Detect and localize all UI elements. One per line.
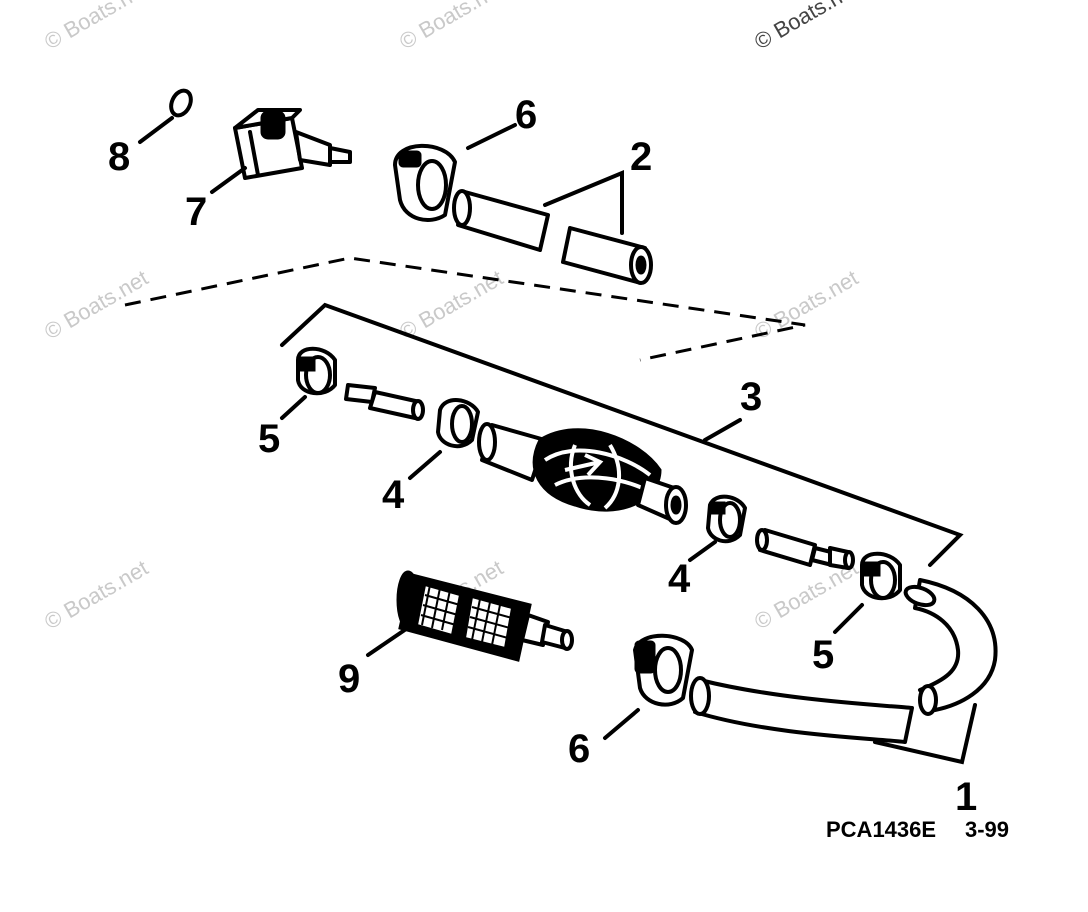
leader-part-7 [210, 166, 247, 194]
watermarks: © Boats.net © Boats.net © Boats.net © Bo… [40, 0, 862, 634]
grommet-icon [706, 494, 747, 544]
fuel-hose-short-icon [452, 189, 550, 252]
leader-part-4-left [408, 450, 442, 480]
callout-6-bottom: 6 [568, 727, 590, 771]
dashed-assembly-outline [124, 256, 806, 362]
hose-fitting-icon [344, 383, 425, 421]
fuel-hose-curved-icon [689, 578, 998, 744]
callout-9: 9 [338, 657, 360, 701]
clamp-ring-icon [296, 346, 337, 396]
callout-6-top: 6 [515, 93, 537, 137]
callout-7: 7 [185, 190, 207, 234]
hose-clamp-icon [393, 143, 457, 222]
grommet-icon [436, 398, 480, 449]
fuel-filter-icon [396, 570, 574, 662]
watermark: © Boats.net [40, 265, 152, 344]
o-ring-icon [169, 88, 193, 118]
connector-icon [233, 108, 352, 180]
hose-clamp-icon [633, 633, 694, 707]
watermark: © Boats.net [395, 265, 507, 344]
clamp-ring-icon [860, 551, 902, 601]
callout-5-right: 5 [812, 633, 834, 677]
watermark: © Boats.net [395, 0, 507, 54]
leader-part-8 [138, 116, 174, 144]
figure-date: 3-99 [965, 817, 1009, 842]
callout-4-right: 4 [668, 557, 691, 601]
leader-part-6-bottom [603, 708, 640, 740]
watermark: © Boats.net [40, 555, 152, 634]
hose-fitting-icon [755, 528, 855, 570]
fuel-hose-short-icon [561, 226, 653, 285]
figure-code: PCA1436E [826, 817, 936, 842]
leader-part-6-top [466, 123, 517, 150]
callout-8: 8 [108, 135, 130, 179]
leader-part-4-right [688, 540, 717, 562]
leader-part-3 [703, 418, 742, 442]
leader-part-5-right [833, 603, 864, 634]
callout-2: 2 [630, 135, 652, 179]
callout-1: 1 [955, 775, 977, 819]
leader-part-9 [366, 623, 414, 657]
primer-bulb-icon [477, 422, 688, 525]
callout-3: 3 [740, 375, 762, 419]
bracket-part-3 [280, 302, 964, 567]
leader-part-5-left [280, 395, 307, 420]
leader-part-2 [543, 170, 624, 235]
watermark: © Boats.net [40, 0, 152, 54]
callout-4-left: 4 [382, 473, 405, 517]
leader-part-1 [873, 703, 977, 765]
callout-5-left: 5 [258, 417, 280, 461]
watermark: © Boats.net [750, 0, 862, 54]
